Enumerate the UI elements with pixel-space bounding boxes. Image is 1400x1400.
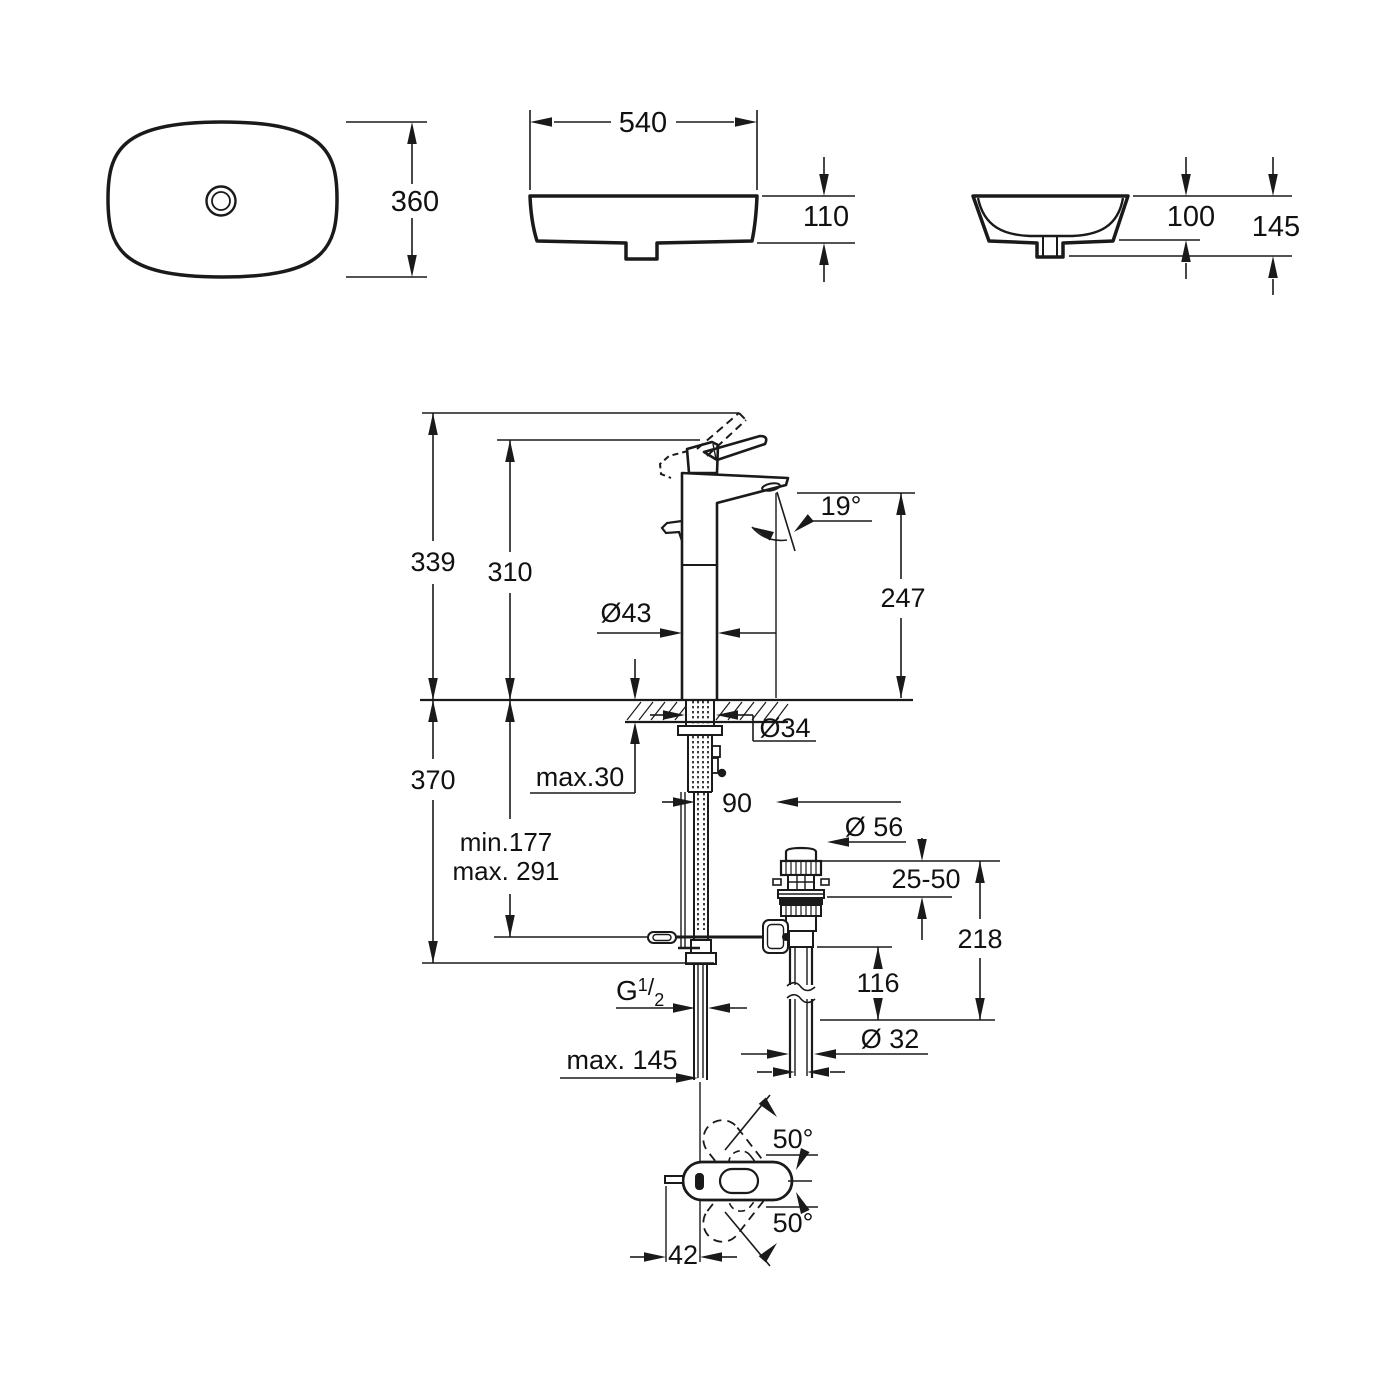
plan-view: 360: [106, 120, 439, 279]
pipe-break: [786, 981, 816, 992]
supply-hose-assembly: [494, 700, 764, 1080]
dim-218-label: 218: [957, 924, 1002, 954]
mounting-nut: [677, 725, 723, 736]
drain-cap-top: [784, 846, 818, 863]
dim-hose-reach-label: max. 145: [566, 1045, 677, 1075]
dim-adjust-range-label: 25-50: [891, 864, 960, 894]
mounting-tab: [711, 745, 721, 758]
dim-flange-diameter-label: Ø 56: [845, 812, 904, 842]
basin-inner-bowl: [976, 197, 1125, 238]
supply-nut: [685, 952, 717, 965]
faucet-body-outline: [680, 471, 790, 700]
dim-540-label: 540: [619, 107, 667, 139]
dim-370-label: 370: [410, 765, 455, 795]
handle-slot: [718, 1167, 760, 1195]
hose-end: [690, 939, 712, 954]
dim-tailpipe-diameter-label: Ø 32: [861, 1024, 920, 1054]
dim-360-label: 360: [391, 186, 439, 218]
dim-339-label: 339: [410, 547, 455, 577]
drain-body-upper: [785, 915, 817, 932]
drain-body-lower: [788, 930, 814, 948]
dim-100-label: 100: [1167, 201, 1215, 233]
stream-angle-line: [776, 491, 796, 552]
dim-hose-max-label: max. 291: [453, 856, 560, 886]
dim-310-label: 310: [487, 557, 532, 587]
raised-handle-dashed: [658, 412, 747, 479]
basin-side-outline: [971, 194, 1130, 259]
handle-top-view: 50° 50° 42: [630, 1082, 818, 1270]
dim-42-label: 42: [668, 1240, 698, 1270]
pivot-dot: [717, 768, 727, 778]
lever-handle: [702, 434, 768, 462]
drain-hole-outer: [205, 185, 237, 217]
basin-front-outline: [528, 194, 759, 261]
thread-size-label: G1/2: [616, 974, 664, 1010]
dim-145-label: 145: [1252, 211, 1300, 243]
aerator: [761, 482, 781, 492]
side-view: 100 145: [971, 157, 1300, 295]
dim-spout-reach-label: 90: [722, 788, 752, 818]
drain-hole-inner: [211, 191, 231, 211]
drain-seal: [779, 898, 823, 905]
dim-swivel-down-label: 50°: [773, 1208, 814, 1238]
dim-247-label: 247: [880, 583, 925, 613]
faucet-elevation: [658, 412, 796, 700]
dim-swivel-up-label: 50°: [773, 1124, 814, 1154]
mounting-tab-2: [711, 757, 719, 774]
lever-tip: [664, 1175, 684, 1184]
dim-110-label: 110: [803, 201, 849, 233]
basin-outline: [106, 120, 339, 279]
dim-hole-diameter-label: Ø34: [759, 713, 810, 743]
front-view: 540 110: [528, 107, 855, 282]
popup-drain: [762, 846, 830, 1078]
dim-body-diameter-label: Ø43: [600, 598, 651, 628]
popup-knob: [660, 519, 684, 542]
dim-19deg-label: 19°: [821, 491, 862, 521]
dim-deck-thickness-label: max.30: [536, 762, 625, 792]
dim-116-label: 116: [856, 968, 899, 998]
lever-pivot-block: [685, 440, 720, 475]
faucet-dimensions: 339 310 370 min.177 max. 291 247 19° Ø43: [410, 412, 1003, 1083]
handle-mark: [695, 1173, 704, 1190]
rod-clevis: [647, 931, 677, 944]
dim-hose-min-label: min.177: [460, 827, 553, 857]
